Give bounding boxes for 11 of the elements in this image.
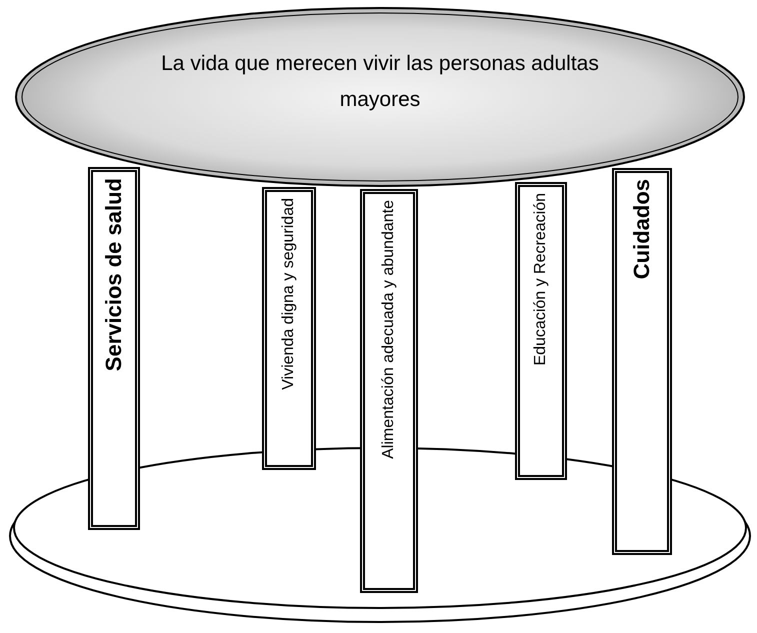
pillar-label: Alimentación adecuada y abundante [381,200,397,459]
pillar-box [612,168,672,555]
pillar-label: Cuidados [631,179,653,280]
pillar-label: Educación y Recreación [533,193,549,366]
pillar-box [88,167,140,530]
pillar-box [360,189,418,593]
pillar-box [262,187,316,470]
pillar-label: Servicios de salud [103,178,125,372]
pillar-box [515,182,567,480]
pillar-label: Vivienda digna y seguridad [281,198,297,390]
ellipse-text: La vida que merecen vivir las personas adultas mayores [160,51,600,113]
